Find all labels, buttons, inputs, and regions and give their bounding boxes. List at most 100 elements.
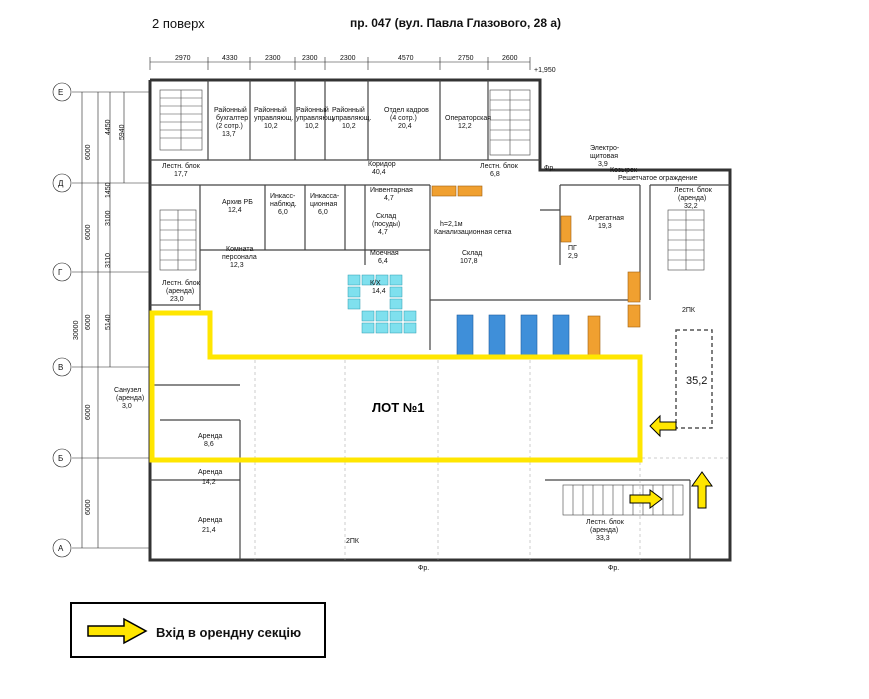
svg-text:3,0: 3,0 [122, 403, 132, 410]
svg-text:Операторская: Операторская [445, 115, 491, 122]
legend-label: Вхід в орендну секцію [156, 625, 302, 640]
svg-text:Инкасса-: Инкасса- [310, 193, 340, 200]
svg-text:щитовая: щитовая [590, 153, 618, 160]
svg-text:40,4: 40,4 [372, 169, 386, 176]
svg-text:(аренда): (аренда) [166, 288, 194, 295]
svg-text:6,0: 6,0 [278, 209, 288, 216]
svg-text:4450: 4450 [105, 119, 112, 135]
svg-text:Агрегатная: Агрегатная [588, 215, 624, 222]
svg-text:14,4: 14,4 [372, 288, 386, 295]
svg-text:2ПК: 2ПК [346, 538, 360, 545]
svg-text:2,9: 2,9 [568, 253, 578, 260]
svg-text:наблюд.: наблюд. [270, 200, 297, 208]
svg-text:19,3: 19,3 [598, 223, 612, 230]
svg-text:6,0: 6,0 [318, 209, 328, 216]
kitchen-equipment-grid [347, 274, 417, 334]
svg-text:2300: 2300 [340, 55, 356, 62]
svg-text:6000: 6000 [85, 404, 92, 420]
svg-text:Электро-: Электро- [590, 145, 620, 152]
svg-text:(4 сотр.): (4 сотр.) [390, 115, 417, 122]
axis-row-labels: Е Д Г В Б А [58, 88, 64, 553]
svg-text:Склад: Склад [462, 250, 482, 257]
svg-text:Аренда: Аренда [198, 517, 222, 524]
misc-annotations: 2ПК 2ПК Фр. Фр. Фр. h=2,1м Канализационн… [346, 67, 696, 572]
svg-text:6000: 6000 [85, 224, 92, 240]
top-dimension-labels: 2970 4330 2300 2300 2300 4570 2750 2600 [175, 55, 518, 62]
svg-text:Коридор: Коридор [368, 161, 396, 168]
side-dimension-lines [81, 92, 125, 548]
storage-racks-orange [431, 185, 641, 357]
svg-text:4330: 4330 [222, 55, 238, 62]
svg-text:Козырек: Козырек [610, 167, 638, 174]
svg-text:h=2,1м: h=2,1м [440, 221, 463, 228]
svg-text:4,7: 4,7 [384, 195, 394, 202]
svg-text:3100: 3100 [105, 210, 112, 226]
svg-text:13,7: 13,7 [222, 131, 236, 138]
lot-1-outline [149, 310, 643, 463]
svg-text:4570: 4570 [398, 55, 414, 62]
svg-text:Фр.: Фр. [608, 565, 619, 572]
svg-text:3,9: 3,9 [598, 161, 608, 168]
svg-text:Архив РБ: Архив РБ [222, 199, 253, 206]
svg-text:8,6: 8,6 [204, 441, 214, 448]
svg-text:(2 сотр.): (2 сотр.) [216, 123, 243, 130]
stairs-bottom-right [562, 484, 684, 516]
storage-racks-blue [456, 314, 570, 356]
room-labels: Районный бухгалтер (2 сотр.) 13,7 Районн… [114, 106, 713, 542]
svg-text:2970: 2970 [175, 55, 191, 62]
svg-text:Д: Д [58, 179, 64, 188]
svg-text:30000: 30000 [73, 320, 80, 340]
svg-text:5140: 5140 [105, 314, 112, 330]
lot-1-label: ЛОТ №1 [372, 400, 425, 415]
svg-text:(аренда): (аренда) [590, 527, 618, 534]
svg-text:14,2: 14,2 [202, 479, 216, 486]
svg-text:ПГ: ПГ [568, 245, 577, 252]
floor-label: 2 поверх [152, 16, 205, 31]
svg-text:12,3: 12,3 [230, 262, 244, 269]
svg-text:Е: Е [58, 88, 63, 97]
top-dimensions [149, 57, 531, 70]
address-title: пр. 047 (вул. Павла Глазового, 28 а) [350, 16, 562, 30]
svg-text:В: В [58, 363, 63, 372]
stairs-top-right [489, 89, 531, 156]
svg-text:12,2: 12,2 [458, 123, 472, 130]
svg-text:32,2: 32,2 [684, 203, 698, 210]
svg-text:21,4: 21,4 [202, 527, 216, 534]
svg-text:Аренда: Аренда [198, 433, 222, 440]
building-walls [148, 78, 732, 562]
svg-text:Аренда: Аренда [198, 469, 222, 476]
legend-arrow-icon [87, 617, 148, 645]
svg-text:Санузел: Санузел [114, 387, 141, 394]
svg-text:Лестн. блок: Лестн. блок [586, 518, 625, 526]
svg-text:6000: 6000 [85, 314, 92, 330]
svg-text:35,2: 35,2 [686, 375, 707, 387]
stairs-top-left [159, 89, 203, 151]
stairs-left-middle [159, 209, 197, 271]
svg-text:12,4: 12,4 [228, 207, 242, 214]
svg-text:(аренда): (аренда) [678, 195, 706, 202]
svg-text:17,7: 17,7 [174, 171, 188, 178]
svg-text:ционная: ционная [310, 201, 337, 208]
svg-text:3110: 3110 [105, 253, 112, 268]
svg-text:1450: 1450 [105, 182, 112, 198]
svg-text:Склад: Склад [376, 213, 396, 220]
svg-text:Лестн. блок: Лестн. блок [162, 279, 201, 287]
entrance-arrow-stairs [629, 489, 663, 509]
svg-text:Районный: Районный [214, 106, 247, 114]
svg-text:К/Х: К/Х [370, 280, 381, 287]
svg-text:Районный: Районный [254, 106, 287, 114]
svg-text:Фр.: Фр. [418, 565, 429, 572]
svg-text:10,2: 10,2 [305, 123, 319, 130]
svg-text:10,2: 10,2 [342, 123, 356, 130]
svg-text:4,7: 4,7 [378, 229, 388, 236]
legend-box: Вхід в орендну секцію [70, 602, 326, 658]
svg-text:Лестн. блок: Лестн. блок [480, 162, 519, 170]
svg-text:2600: 2600 [502, 55, 518, 62]
svg-text:Лестн. блок: Лестн. блок [674, 186, 713, 194]
svg-text:Решетчатое ограждение: Решетчатое ограждение [618, 175, 698, 182]
svg-text:2ПК: 2ПК [682, 307, 696, 314]
svg-text:Районный: Районный [332, 106, 365, 114]
svg-text:33,3: 33,3 [596, 535, 610, 542]
room-35-2-outline [675, 329, 713, 429]
side-dimension-labels: 4450 5940 1450 3100 3110 5140 6000 6000 … [73, 119, 126, 515]
